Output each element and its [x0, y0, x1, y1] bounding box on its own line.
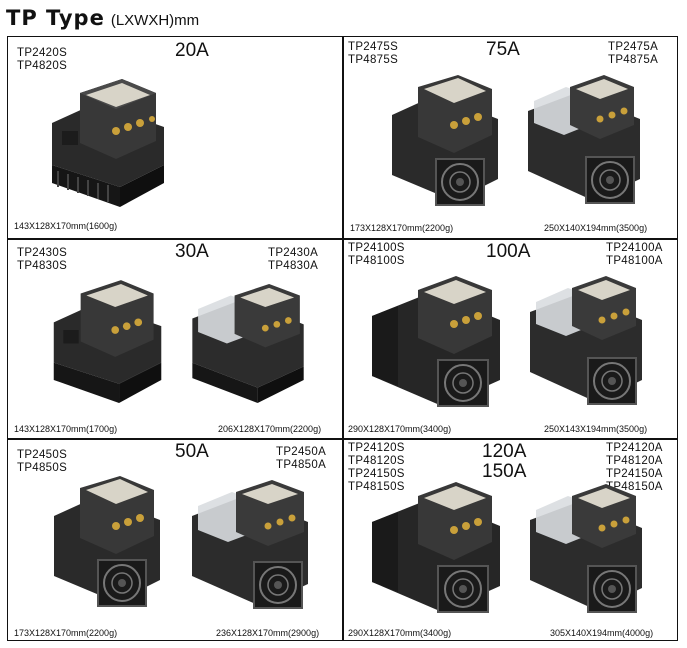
model-label: TP2475A — [608, 41, 659, 53]
model-label: TP2430S — [17, 247, 68, 259]
product-image-a-type-fan — [192, 480, 308, 609]
cell-120a-150a: TP24120S TP48120S TP24150S TP48150S 120A… — [344, 440, 678, 640]
models-left: TP2450S TP4850S — [17, 449, 67, 475]
dimension-label: 236X128X170mm(2900g) — [216, 628, 320, 638]
product-image-s-type — [53, 280, 162, 403]
product-image-s-type-fan — [54, 476, 160, 607]
current-rating-value: 50A — [175, 441, 209, 462]
dimension-label: 143X128X170mm(1600g) — [14, 221, 118, 231]
model-label: TP4850A — [276, 459, 327, 471]
model-label: TP2450S — [17, 449, 68, 461]
models-left: TP2420S TP4820S — [17, 47, 67, 73]
page-title: TP Type (LXWXH)mm — [6, 6, 199, 30]
cell-50a: TP2450S TP4850S 50A TP2450A TP4850A — [8, 440, 342, 640]
dimension-label: 173X128X170mm(2200g) — [14, 628, 118, 638]
product-grid: TP2420S TP4820S 20A 143X128X170mm(1600g)… — [7, 36, 678, 641]
dimension-label: 250X140X194mm(3500g) — [544, 223, 648, 233]
model-label: TP24120A — [606, 442, 663, 454]
current-rating-value: 30A — [175, 241, 209, 262]
product-image-s-type-fan-large — [372, 276, 500, 407]
cell-30a: TP2430S TP4830S 30A TP2430A TP4830A — [8, 240, 342, 438]
dimension-label: 173X128X170mm(2200g) — [350, 223, 454, 233]
current-rating: 100A — [486, 242, 530, 262]
dimension-label: 143X128X170mm(1700g) — [14, 424, 118, 434]
model-label: TP24150S — [348, 468, 405, 480]
model-label: TP4820S — [17, 60, 68, 72]
models-left: TP24120S TP48120S TP24150S TP48150S — [348, 442, 405, 494]
models-left: TP2430S TP4830S — [17, 247, 67, 273]
current-rating-value: 120A — [482, 441, 527, 462]
models-right: TP2475A TP4875A — [608, 41, 658, 67]
model-label: TP24120S — [348, 442, 405, 454]
model-label: TP48120S — [348, 455, 405, 467]
model-label: TP48100A — [606, 255, 663, 267]
model-label: TP4830S — [17, 260, 68, 272]
dimension-label: 250X143X194mm(3500g) — [544, 424, 648, 434]
models-right: TP2450A TP4850A — [276, 446, 326, 472]
cell-75a: TP2475S TP4875S 75A TP2475A TP4875A — [344, 37, 678, 238]
title-dimension-note: (LXWXH)mm — [110, 12, 200, 29]
product-image-a-type-fan — [530, 276, 642, 405]
model-label: TP2420S — [17, 47, 68, 59]
model-label: TP2475S — [348, 41, 399, 53]
current-rating-value: 75A — [486, 39, 520, 60]
model-label: TP48100S — [348, 255, 405, 267]
current-rating-value: 100A — [486, 241, 531, 262]
dimension-label: 290X128X170mm(3400g) — [348, 628, 452, 638]
current-rating: 50A — [175, 442, 209, 462]
dimension-label: 206X128X170mm(2200g) — [218, 424, 322, 434]
models-right: TP24100A TP48100A — [606, 242, 663, 268]
model-label: TP4875A — [608, 54, 659, 66]
model-label: TP48150S — [348, 481, 405, 493]
model-label: TP2450A — [276, 446, 327, 458]
current-rating: 75A — [486, 40, 520, 60]
model-label: TP4875S — [348, 54, 399, 66]
grid-divider-row1 — [8, 238, 677, 240]
current-rating: 20A — [175, 41, 209, 61]
product-image-s-type — [52, 79, 164, 207]
models-left: TP24100S TP48100S — [348, 242, 405, 268]
model-label: TP48120A — [606, 455, 663, 467]
models-left: TP2475S TP4875S — [348, 41, 398, 67]
model-label: TP24100S — [348, 242, 405, 254]
product-image-s-type-fan-large — [372, 482, 500, 613]
cell-20a: TP2420S TP4820S 20A 143X128X170mm(1600g) — [8, 37, 342, 238]
model-label: TP4830A — [268, 260, 319, 272]
current-rating-value: 150A — [482, 461, 527, 482]
grid-divider-vertical — [342, 37, 344, 640]
model-label: TP2430A — [268, 247, 319, 259]
title-main: TP Type — [6, 6, 105, 30]
current-rating: 30A — [175, 242, 209, 262]
dimension-label: 290X128X170mm(3400g) — [348, 424, 452, 434]
product-image-a-type-fan — [528, 75, 640, 204]
models-right: TP2430A TP4830A — [268, 247, 318, 273]
models-right: TP24120A TP48120A TP24150A TP48150A — [606, 442, 663, 494]
product-image-a-type — [192, 284, 304, 404]
dimension-label: 305X140X194mm(4000g) — [550, 628, 654, 638]
current-rating: 120A 150A — [482, 442, 526, 482]
product-image-a-type-fan — [530, 484, 642, 613]
current-rating-value: 20A — [175, 40, 209, 61]
product-image-s-type-fan — [392, 75, 498, 206]
grid-divider-row2 — [8, 438, 677, 440]
model-label: TP24100A — [606, 242, 663, 254]
model-label: TP24150A — [606, 468, 663, 480]
cell-100a: TP24100S TP48100S 100A TP24100A TP48100A — [344, 240, 678, 438]
model-label: TP4850S — [17, 462, 68, 474]
